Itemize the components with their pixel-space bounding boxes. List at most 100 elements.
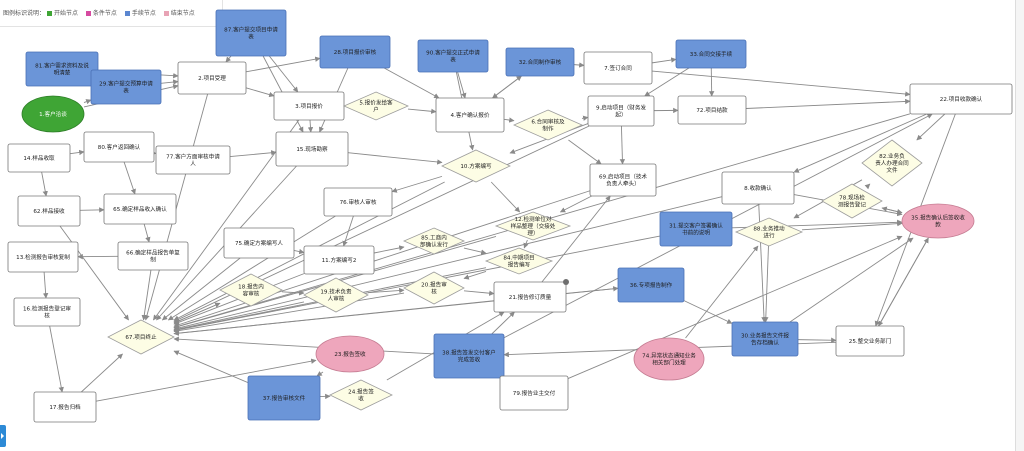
edge-n77-n15[interactable] [229,150,277,158]
edge-n62-n65[interactable] [79,207,105,213]
node-n16[interactable]: 16.检测报告登记审核 [13,297,81,327]
node-n2[interactable]: 2.项目受理 [177,61,247,95]
node-n38[interactable]: 38.报告签发交付客户完成签收 [433,333,505,379]
node-n65[interactable]: 65.确定样品收入确认 [103,193,177,225]
edge-n4-n6[interactable] [503,117,515,123]
edge-n79-n35[interactable] [567,235,903,379]
node-n33[interactable]: 33.合同交接手续 [675,39,747,69]
node-n77[interactable]: 77.客户方面审核申请人 [155,145,231,175]
node-n75[interactable]: 75.确定方案编写人 [223,227,295,259]
node-n29[interactable]: 29.客户提交预算申请表 [90,69,162,105]
node-n8[interactable]: 8.收款确认 [721,171,795,205]
edge-n29-n2[interactable] [160,79,179,85]
node-n62[interactable]: 62.样品接收 [17,195,81,227]
node-n85[interactable]: 85.工商内部确认发行 [402,227,466,255]
edge-n14-n80[interactable] [69,149,85,156]
edge-n18-n67[interactable] [173,302,221,324]
edge-n65-n66[interactable] [143,223,151,243]
node-n10[interactable]: 10.方案编写 [441,149,511,183]
edge-n7-n33[interactable] [651,57,677,64]
edge-n88-n30[interactable] [763,245,769,323]
edge-n15-n10[interactable] [347,152,443,165]
edge-n74-n88[interactable] [685,245,759,339]
vertical-scrollbar[interactable] [1015,0,1024,451]
node-n17[interactable]: 17.报告归档 [33,391,97,423]
edge-n82-n78[interactable] [864,183,871,190]
edge-n22-n8[interactable] [793,113,927,173]
node-n90[interactable]: 90.客户提交正式申请表 [417,39,489,73]
node-n69[interactable]: 69.启动项目（技术负责人牵头） [589,163,657,197]
edge-n35-n25[interactable] [878,237,929,327]
edge-n32-n7[interactable] [573,62,585,68]
node-n30[interactable]: 30.业务报告文件报告存档确认 [731,321,799,357]
edge-n14-n62[interactable] [41,171,48,197]
node-n74[interactable]: 74.异常状态通知业务相关部门处理 [633,337,705,381]
edge-n8-n67[interactable] [173,196,723,331]
edge-n75-n67[interactable] [161,257,241,321]
node-n21[interactable]: 21.报告修订质量 [493,281,567,313]
node-n79[interactable]: 79.报告业主交付 [499,375,569,411]
edge-n22-n82[interactable] [916,113,946,141]
edge-n35-n78[interactable] [881,206,903,214]
node-n24[interactable]: 24.报告签收 [329,379,393,411]
edge-n72-n22[interactable] [745,98,911,109]
edge-n10-n76[interactable] [391,175,443,193]
node-n81[interactable]: 81.客户需求资料及说明清楚 [25,51,99,87]
node-n6[interactable]: 6.合同审核及制作 [513,109,583,141]
node-n76[interactable]: 76.审核人审核 [323,187,393,217]
edge-n80-n65[interactable] [123,161,136,195]
edge-n17-n23[interactable] [95,358,317,402]
edge-n76-n67[interactable] [167,215,336,321]
node-n84[interactable]: 84.中期项目报告编写 [484,247,554,275]
node-n82[interactable]: 82.业务负责人办理合同文件 [861,139,923,187]
node-n66[interactable]: 66.确定样品报告单复制 [117,241,189,271]
edge-n88-n35[interactable] [801,220,903,231]
edge-n30-n25[interactable] [797,337,837,343]
edge-n19-n20[interactable] [367,287,405,294]
node-n25[interactable]: 25.整交业务部门 [835,325,905,357]
edge-n85-n84[interactable] [463,247,487,255]
edge-n28-n4[interactable] [383,67,440,99]
edge-n17-n67[interactable] [80,353,123,393]
node-n31[interactable]: 31.提交客户签署确认书前的说明 [659,211,733,247]
node-n20[interactable]: 20.报告审核 [403,271,465,305]
edge-n5-n4[interactable] [407,108,437,114]
node-n5[interactable]: 5.报价发给客户 [343,91,409,121]
edge-n37-n67[interactable] [173,350,249,384]
edge-n19-n67[interactable] [173,301,305,332]
edge-n2-n67[interactable] [144,93,209,321]
node-n87[interactable]: 87.客户提交项目申请表 [215,9,287,57]
edge-n3-n67[interactable] [152,119,300,321]
edge-n7-n22[interactable] [651,70,911,97]
edge-n38-n21[interactable] [491,311,515,335]
node-n7[interactable]: 7.签订合同 [583,51,653,85]
edge-n6-n69[interactable] [568,139,602,165]
node-n36[interactable]: 36.专项报告制作 [617,267,685,303]
edge-n13-n16[interactable] [42,271,49,299]
node-n72[interactable]: 72.项目结款 [677,95,747,125]
node-n22[interactable]: 22.项目收款确认 [909,83,1013,115]
edge-n30-n35[interactable] [789,237,914,323]
node-n32[interactable]: 32.合同制作审核 [505,47,575,77]
node-n14[interactable]: 14.样品收取 [7,143,71,173]
edge-n33-n9[interactable] [644,67,690,97]
edge-n87-n3[interactable] [268,55,299,93]
node-n3[interactable]: 3.项目报价 [273,91,345,121]
edge-n2-n28[interactable] [245,56,321,73]
edge-n20-n21[interactable] [463,290,495,296]
edge-n11-n85[interactable] [373,245,405,254]
node-n23[interactable]: 23.报告签收 [315,335,385,373]
edge-n69-n67[interactable] [173,190,591,328]
node-n12[interactable]: 12.检测单位对样品整理（交接处理） [494,211,572,241]
edge-n69-n12[interactable] [559,195,592,213]
edge-n16-n17[interactable] [49,325,64,393]
node-n28[interactable]: 28.项目报价审核 [319,35,391,69]
node-n1[interactable]: 1.客户洽谈 [21,95,85,133]
edge-n90-n4[interactable] [457,71,467,99]
node-n13[interactable]: 13.检测报告审核复制 [7,241,79,273]
edge-n20-n67[interactable] [173,292,405,334]
node-n15[interactable]: 15.现场勘察 [275,131,349,167]
node-n37[interactable]: 37.报告审核文件 [247,375,321,421]
node-n18[interactable]: 18.报告内容审核 [219,273,283,307]
